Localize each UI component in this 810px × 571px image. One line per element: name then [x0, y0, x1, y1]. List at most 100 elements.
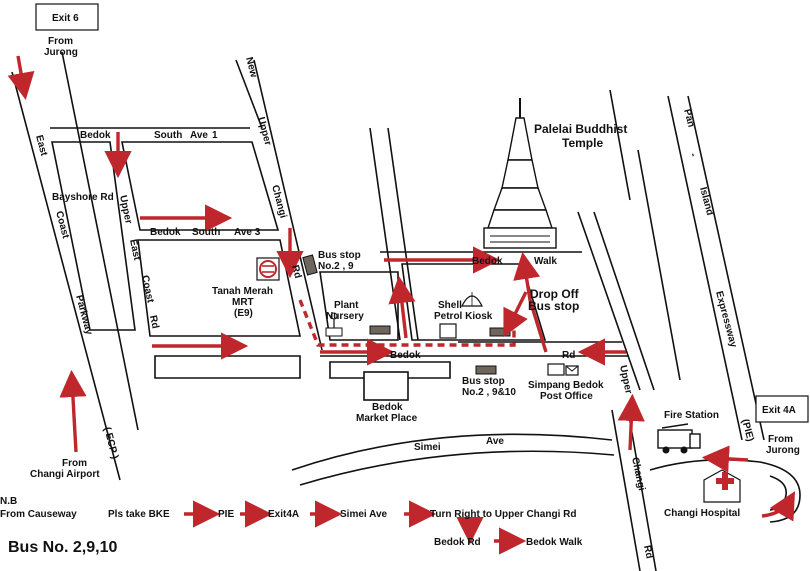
from-changi-label: From [62, 458, 87, 469]
arrow-from-changi-airport [59, 369, 87, 453]
road-label-bedok-s3b: South [192, 227, 220, 238]
market-label-1: Bedok [372, 402, 403, 413]
direction-turn-right: Turn Right to Upper Changi Rd [430, 509, 576, 520]
arrow-exit6 [7, 55, 35, 101]
dashed-route [298, 299, 516, 347]
road-label-rd-4: Rd [641, 544, 655, 559]
block-south [154, 355, 301, 379]
bus-stop-29-label: Bus stop [318, 250, 361, 261]
road-label-east-2: East [127, 238, 142, 262]
arrow-drop-off [503, 291, 528, 338]
road-label-rd-3: Rd [289, 264, 303, 280]
new-upper-changi-rd-east [253, 59, 323, 351]
road-label-east: East [33, 134, 49, 158]
direction-exit4a: Exit4A [268, 509, 299, 520]
road-label-bedok-s1c: Ave [190, 130, 208, 141]
block-bayshore [51, 141, 136, 331]
road-label-dash: - [687, 152, 698, 158]
road-label-bedok-rd-a: Bedok [390, 350, 421, 361]
from-jurong-right-label: From [768, 434, 793, 445]
nursery-label-2: Nursery [326, 311, 364, 322]
dropoff-label-1: Drop Off [530, 287, 580, 301]
from-changi-label-2: Changi Airport [30, 469, 100, 480]
post-office-label-2: Post Office [540, 391, 593, 402]
upper-changi-rd-c [611, 409, 641, 571]
hospital-icon [703, 469, 741, 503]
bus-stop-2910-label-2: No.2 , 9&10 [462, 387, 516, 398]
ecp-road-edge-east [61, 51, 139, 431]
petrol-kiosk-building-icon [439, 323, 457, 339]
route-arrows [7, 55, 796, 555]
road-label-bedok-rd-b: Rd [562, 350, 575, 361]
bus-numbers-label: Bus No. 2,9,10 [8, 539, 117, 556]
road-label-ecp: ( ECP ) [101, 426, 120, 460]
direction-bedok-walk: Bedok Walk [526, 537, 583, 548]
direction-pls-take-bke: Pls take BKE [108, 509, 170, 520]
block-bedok-south [121, 141, 280, 231]
block-nursery [319, 271, 399, 341]
road-label-upper-4: Upper [617, 364, 634, 395]
road-label-bedok-s3a: Bedok [150, 227, 181, 238]
fire-engine-icon [657, 423, 701, 454]
bus-stop-icon-dropoff [489, 327, 511, 337]
arrow-up-changi-left [513, 251, 548, 353]
post-office-label-1: Simpang Bedok [528, 380, 604, 391]
road-label-simei-a: Simei [414, 442, 441, 453]
exit4a-loop-inner [769, 475, 787, 511]
block-tanah-merah [137, 239, 301, 337]
shell-label-1: Shell [438, 300, 462, 311]
road-label-coast-2: Coast [139, 274, 156, 304]
mrt-label-2: MRT [232, 297, 254, 308]
temple-label-1: Palelai Buddhist [534, 122, 627, 136]
shell-label-2: Petrol Kiosk [434, 311, 493, 322]
side-street-3 [609, 89, 631, 201]
side-street-2 [387, 127, 419, 341]
upper-changi-rd-a [577, 211, 641, 391]
dropoff-label-2: Bus stop [528, 299, 579, 313]
block-market [329, 361, 451, 379]
pie-west-edge [667, 95, 743, 441]
road-label-changi-3: Changi [269, 184, 288, 220]
nursery-label-1: Plant [334, 300, 359, 311]
road-label-bedok-walk-a: Bedok [472, 256, 503, 267]
arrow-simei-west [701, 445, 749, 473]
mrt-label-3: (E9) [234, 308, 253, 319]
ecp-road-edge-west [11, 71, 121, 481]
pie-east-edge [687, 95, 765, 441]
bus-stop-icon-no2-9 [302, 254, 318, 276]
from-jurong-right-label-2: Jurong [766, 445, 800, 456]
arrow-upper-changi-up [617, 393, 645, 451]
exit4a-loop-outer [759, 461, 801, 523]
from-jurong-label: From [48, 36, 73, 47]
mrt-logo-icon [256, 257, 280, 281]
road-label-simei-b: Ave [486, 436, 504, 447]
mrt-label-1: Tanah Merah [212, 286, 273, 297]
side-street-4 [637, 149, 681, 381]
from-jurong-label-2: Jurong [44, 47, 78, 58]
road-label-bedok-s1d: 1 [212, 130, 218, 141]
upper-changi-rd-b [593, 211, 655, 391]
new-upper-changi-rd-west [235, 59, 263, 129]
road-label-upper-3: Upper [255, 116, 273, 147]
temple-label-2: Temple [562, 136, 603, 150]
plant-nursery-icon [325, 312, 343, 337]
exit4a-box [755, 395, 809, 423]
road-label-changi-4: Changi [629, 456, 647, 492]
road-network [11, 51, 801, 571]
market-place-building-icon [363, 371, 409, 401]
road-label-bayshore: Bayshore Rd [52, 192, 114, 203]
arrow-up-to-walk [388, 275, 416, 339]
road-label-pan: Pan [681, 108, 696, 129]
exit6-label: Exit 6 [52, 13, 79, 24]
exit4a-label: Exit 4A [762, 405, 796, 416]
direction-bedok-rd: Bedok Rd [434, 537, 481, 548]
fire-station-label: Fire Station [664, 410, 719, 421]
road-label-rd-2: Rd [147, 314, 161, 329]
upper-changi-rd-d [627, 409, 657, 571]
road-label-expressway: Expressway [713, 290, 739, 349]
direction-pie: PIE [218, 509, 234, 520]
post-office-envelope-icon [547, 363, 579, 376]
temple-stupa-icon [483, 98, 557, 249]
bus-stop-icon-no2-9-10 [475, 365, 497, 375]
